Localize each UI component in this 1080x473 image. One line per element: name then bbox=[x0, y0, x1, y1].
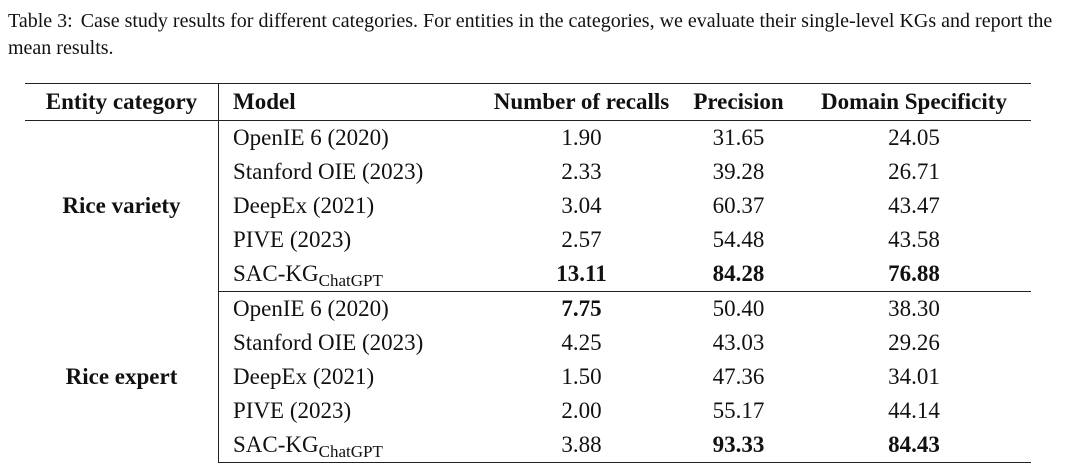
precision-cell: 93.33 bbox=[680, 428, 797, 463]
model-cell: DeepEx (2021) bbox=[219, 360, 484, 394]
model-name: DeepEx (2021) bbox=[233, 193, 375, 218]
precision-cell: 31.65 bbox=[712, 125, 765, 150]
model-name: SAC-KG bbox=[233, 261, 319, 286]
domain-specificity-cell: 76.88 bbox=[797, 257, 1031, 292]
recalls-cell: 3.88 bbox=[483, 428, 680, 463]
model-cell: OpenIE 6 (2020) bbox=[219, 121, 484, 156]
model-name: PIVE (2023) bbox=[233, 398, 352, 423]
precision-cell: 60.37 bbox=[712, 193, 765, 218]
model-cell: DeepEx (2021) bbox=[219, 189, 484, 223]
domain-specificity-cell: 38.30 bbox=[888, 296, 940, 321]
model-name: SAC-KG bbox=[233, 432, 319, 457]
recalls-cell: 4.25 bbox=[561, 330, 602, 355]
model-name: OpenIE 6 (2020) bbox=[233, 296, 389, 321]
precision-cell: 50.40 bbox=[712, 296, 765, 321]
model-cell: SAC-KGChatGPT bbox=[218, 257, 483, 292]
table-row: Stanford OIE (2023) 2.33 39.28 26.71 bbox=[25, 155, 1031, 189]
header-model: Model bbox=[218, 83, 483, 121]
model-cell: OpenIE 6 (2020) bbox=[219, 292, 484, 327]
table-row: Rice expert OpenIE 6 (2020) 7.75 50.40 38.30 bbox=[25, 291, 1031, 463]
model-cell: Stanford OIE (2023) bbox=[219, 326, 484, 360]
header-precision: Precision bbox=[680, 83, 797, 121]
model-name: Stanford OIE (2023) bbox=[233, 330, 424, 355]
recalls-cell: 2.33 bbox=[561, 159, 602, 184]
domain-specificity-cell: 43.47 bbox=[888, 193, 940, 218]
caption-label: Table 3: bbox=[8, 10, 73, 32]
model-cell: PIVE (2023) bbox=[219, 223, 484, 257]
recalls-cell: 1.90 bbox=[561, 125, 602, 150]
header-domain-specificity: Domain Specificity bbox=[797, 83, 1031, 121]
header-row: Entity category Model Number of recalls … bbox=[25, 83, 1031, 121]
precision-cell: 47.36 bbox=[712, 364, 765, 389]
model-name: Stanford OIE (2023) bbox=[233, 159, 424, 184]
domain-specificity-cell: 43.58 bbox=[888, 227, 940, 252]
domain-specificity-cell: 44.14 bbox=[888, 398, 940, 423]
model-name: OpenIE 6 (2020) bbox=[233, 125, 389, 150]
recalls-cell: 2.00 bbox=[561, 398, 602, 423]
entity-category-cell: Rice expert bbox=[25, 291, 219, 463]
recalls-cell: 3.04 bbox=[561, 193, 602, 218]
recalls-cell: 1.50 bbox=[561, 364, 602, 389]
precision-cell: 55.17 bbox=[712, 398, 765, 423]
domain-specificity-cell: 29.26 bbox=[888, 330, 940, 355]
precision-cell: 39.28 bbox=[712, 159, 765, 184]
results-table: Entity category Model Number of recalls … bbox=[25, 83, 1031, 463]
domain-specificity-cell: 34.01 bbox=[888, 364, 940, 389]
table-row: Rice variety OpenIE 6 (2020) 1.90 31.65 24.0… bbox=[25, 120, 1031, 292]
recalls-cell: 13.11 bbox=[483, 257, 680, 292]
table-row: Stanford OIE (2023) 4.25 43.03 29.26 bbox=[25, 326, 1031, 360]
model-name: DeepEx (2021) bbox=[233, 364, 375, 389]
table-row: DeepEx (2021) 1.50 47.36 34.01 bbox=[25, 360, 1031, 394]
header-number-of-recalls: Number of recalls bbox=[483, 83, 680, 121]
model-cell: PIVE (2023) bbox=[219, 394, 484, 428]
model-subscript: ChatGPT bbox=[318, 442, 383, 461]
recalls-cell: 2.57 bbox=[561, 227, 602, 252]
caption-text: Case study results for different categor… bbox=[8, 10, 1053, 59]
model-name: PIVE (2023) bbox=[233, 227, 352, 252]
group-rice-expert: Rice expert OpenIE 6 (2020) 7.75 50.40 38.30… bbox=[25, 291, 1031, 463]
table-row: PIVE (2023) 2.00 55.17 44.14 bbox=[25, 394, 1031, 428]
entity-category-cell: Rice variety bbox=[25, 120, 219, 292]
model-subscript: ChatGPT bbox=[318, 271, 383, 290]
precision-cell: 43.03 bbox=[712, 330, 765, 355]
precision-cell: 54.48 bbox=[712, 227, 765, 252]
table-caption: Table 3:Case study results for different… bbox=[8, 8, 1070, 62]
recalls-cell: 7.75 bbox=[561, 296, 602, 321]
domain-specificity-cell: 84.43 bbox=[797, 428, 1031, 463]
header-entity-category: Entity category bbox=[25, 83, 219, 121]
domain-specificity-cell: 24.05 bbox=[888, 125, 940, 150]
precision-cell: 84.28 bbox=[680, 257, 797, 292]
domain-specificity-cell: 26.71 bbox=[888, 159, 940, 184]
table-row: PIVE (2023) 2.57 54.48 43.58 bbox=[25, 223, 1031, 257]
group-rice-variety: Rice variety OpenIE 6 (2020) 1.90 31.65 24.0… bbox=[25, 120, 1031, 292]
model-cell: SAC-KGChatGPT bbox=[218, 428, 483, 463]
model-cell: Stanford OIE (2023) bbox=[219, 155, 484, 189]
table-row: DeepEx (2021) 3.04 60.37 43.47 bbox=[25, 189, 1031, 223]
